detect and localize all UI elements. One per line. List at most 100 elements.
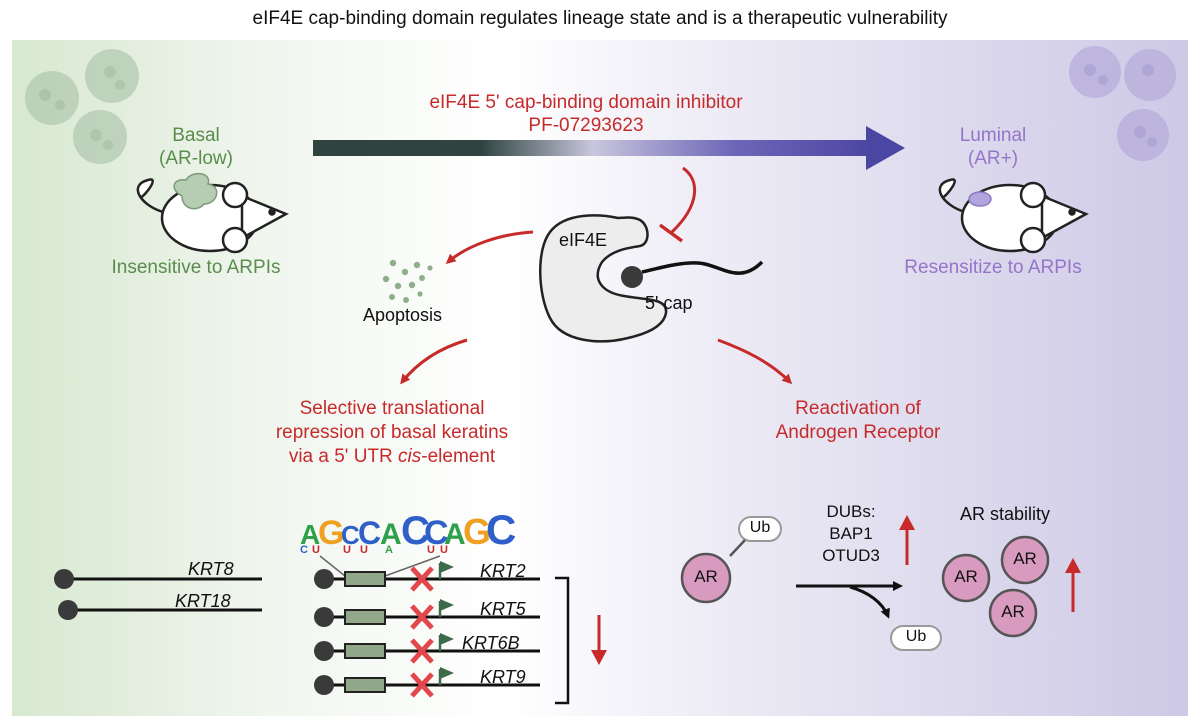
luminal-ar-label: (AR+)	[967, 148, 1019, 169]
repressed-mrna-row	[314, 561, 540, 592]
svg-text:U: U	[427, 544, 435, 556]
reactivation-line-2: Androgen Receptor	[775, 422, 941, 443]
inhibition-bar	[658, 223, 684, 243]
cap-label: 5' cap	[645, 293, 693, 313]
ar-protein-ubiquitinated	[680, 552, 732, 604]
gene-label-krt2: KRT2	[480, 561, 526, 581]
unaffected-mrna-krt18	[58, 600, 262, 620]
start-site-flag	[440, 667, 454, 679]
ar-protein-stable-3	[988, 588, 1038, 638]
ar-protein-stable-1	[941, 553, 991, 603]
apoptosis-debris-icon	[382, 259, 433, 303]
ar-stable-label-3: AR	[1001, 602, 1025, 621]
ar-stability-up-arrow	[1065, 558, 1081, 612]
repression-arrow	[400, 338, 468, 385]
motif-zoom-line-right	[384, 555, 441, 577]
luminal-cells-icon	[1069, 46, 1176, 161]
inhibitor-compound-label: PF-07293623	[528, 115, 644, 136]
ar-stable-label-2: AR	[1013, 549, 1037, 568]
svg-text:C: C	[341, 520, 360, 550]
apoptosis-arrow	[445, 230, 534, 264]
svg-text:A: A	[300, 519, 320, 550]
svg-text:G: G	[463, 511, 491, 552]
eif4e-protein-icon	[539, 214, 668, 343]
svg-text:A: A	[380, 518, 402, 551]
dubs-label: DUBs:	[826, 502, 876, 521]
ubiquitin-bound-label: Ub	[749, 519, 771, 536]
mrna-cap-dot	[314, 569, 334, 589]
repression-line-3-suffix: -element	[421, 446, 496, 467]
dub-bap1-label: BAP1	[829, 524, 873, 543]
repression-line-3: via a 5' UTR cis-element	[289, 446, 495, 468]
svg-text:A: A	[385, 544, 393, 556]
svg-text:U: U	[343, 544, 351, 556]
mrna-5-cap-icon	[621, 260, 764, 288]
basal-mouse-icon	[136, 172, 289, 254]
gene-label-krt8: KRT8	[188, 559, 234, 579]
dubs-up-arrow	[899, 515, 915, 565]
gene-label-krt6b: KRT6B	[462, 633, 520, 653]
start-site-flag	[440, 561, 454, 573]
utr-cis-element-box	[344, 677, 386, 693]
eif4e-label: eIF4E	[559, 230, 608, 250]
svg-text:A: A	[444, 518, 466, 551]
repressed-mrna-row	[314, 633, 540, 664]
ubiquitin-link	[729, 539, 746, 557]
basal-state-label: Basal	[172, 125, 220, 146]
mrna-cap-dot	[314, 675, 334, 695]
free-ubiquitin-badge	[890, 625, 942, 651]
start-site-flag	[440, 599, 454, 611]
apoptosis-label: Apoptosis	[363, 305, 443, 325]
svg-text:C: C	[358, 515, 381, 551]
repression-down-arrow	[591, 615, 607, 665]
gene-label-krt18: KRT18	[175, 591, 231, 611]
lineage-transition-arrow	[313, 126, 905, 170]
svg-text:U: U	[360, 544, 368, 556]
inhibitor-name-label: eIF4E 5' cap-binding domain inhibitor	[429, 92, 743, 113]
repressed-mrna-rows	[314, 561, 540, 698]
gene-label-krt9: KRT9	[480, 667, 526, 687]
repression-line-2: repression of basal keratins	[275, 422, 509, 443]
translation-block-x-stroke	[410, 672, 434, 698]
mrna-cap-dot	[314, 641, 334, 661]
free-ubiquitin-label: Ub	[905, 628, 927, 645]
basal-sensitivity-label: Insensitive to ARPIs	[111, 257, 281, 278]
repressed-mrna-row	[314, 599, 540, 630]
utr-cis-element-box	[344, 643, 386, 659]
svg-text:C: C	[424, 514, 449, 552]
svg-text:C: C	[300, 544, 308, 556]
luminal-sensitivity-label: Resensitize to ARPIs	[904, 257, 1082, 278]
ar-protein-stable-2	[1000, 535, 1050, 585]
translation-block-x-stroke	[410, 604, 434, 630]
svg-text:C: C	[486, 506, 516, 553]
inhibition-line	[670, 166, 697, 234]
mrna-cap-dot	[314, 607, 334, 627]
utr-cis-element-box	[344, 571, 386, 587]
reactivation-line-1: Reactivation of	[795, 398, 921, 419]
ar-stability-label: AR stability	[959, 504, 1051, 524]
motif-zoom-line-left	[319, 555, 346, 577]
dub-otud3-label: OTUD3	[822, 546, 880, 565]
basal-cells-icon	[25, 49, 139, 164]
start-site-flag	[440, 633, 454, 645]
ubiquitin-release-arrow	[849, 585, 890, 619]
repressed-genes-bracket	[555, 576, 570, 705]
repressed-mrna-row	[314, 667, 540, 698]
gene-label-krt5: KRT5	[480, 599, 526, 619]
luminal-mouse-icon	[938, 178, 1089, 254]
utr-motif-logo: A G C C A C C A G C C U U U A U U	[300, 506, 516, 556]
translation-block-x-stroke	[410, 638, 434, 664]
reactivation-arrow	[717, 338, 793, 385]
ar-ubiquitinated-label: AR	[694, 567, 718, 586]
svg-text:U: U	[440, 544, 448, 556]
repression-line-1: Selective translational	[299, 398, 485, 419]
luminal-state-label: Luminal	[959, 125, 1027, 146]
svg-text:C: C	[401, 509, 430, 553]
svg-text:U: U	[312, 544, 320, 556]
repression-line-3-italic: cis	[398, 446, 422, 467]
repression-line-3-prefix: via a 5' UTR	[288, 446, 399, 467]
utr-cis-element-box	[344, 609, 386, 625]
figure-title: eIF4E cap-binding domain regulates linea…	[252, 8, 948, 29]
translation-block-x-stroke	[410, 566, 434, 592]
